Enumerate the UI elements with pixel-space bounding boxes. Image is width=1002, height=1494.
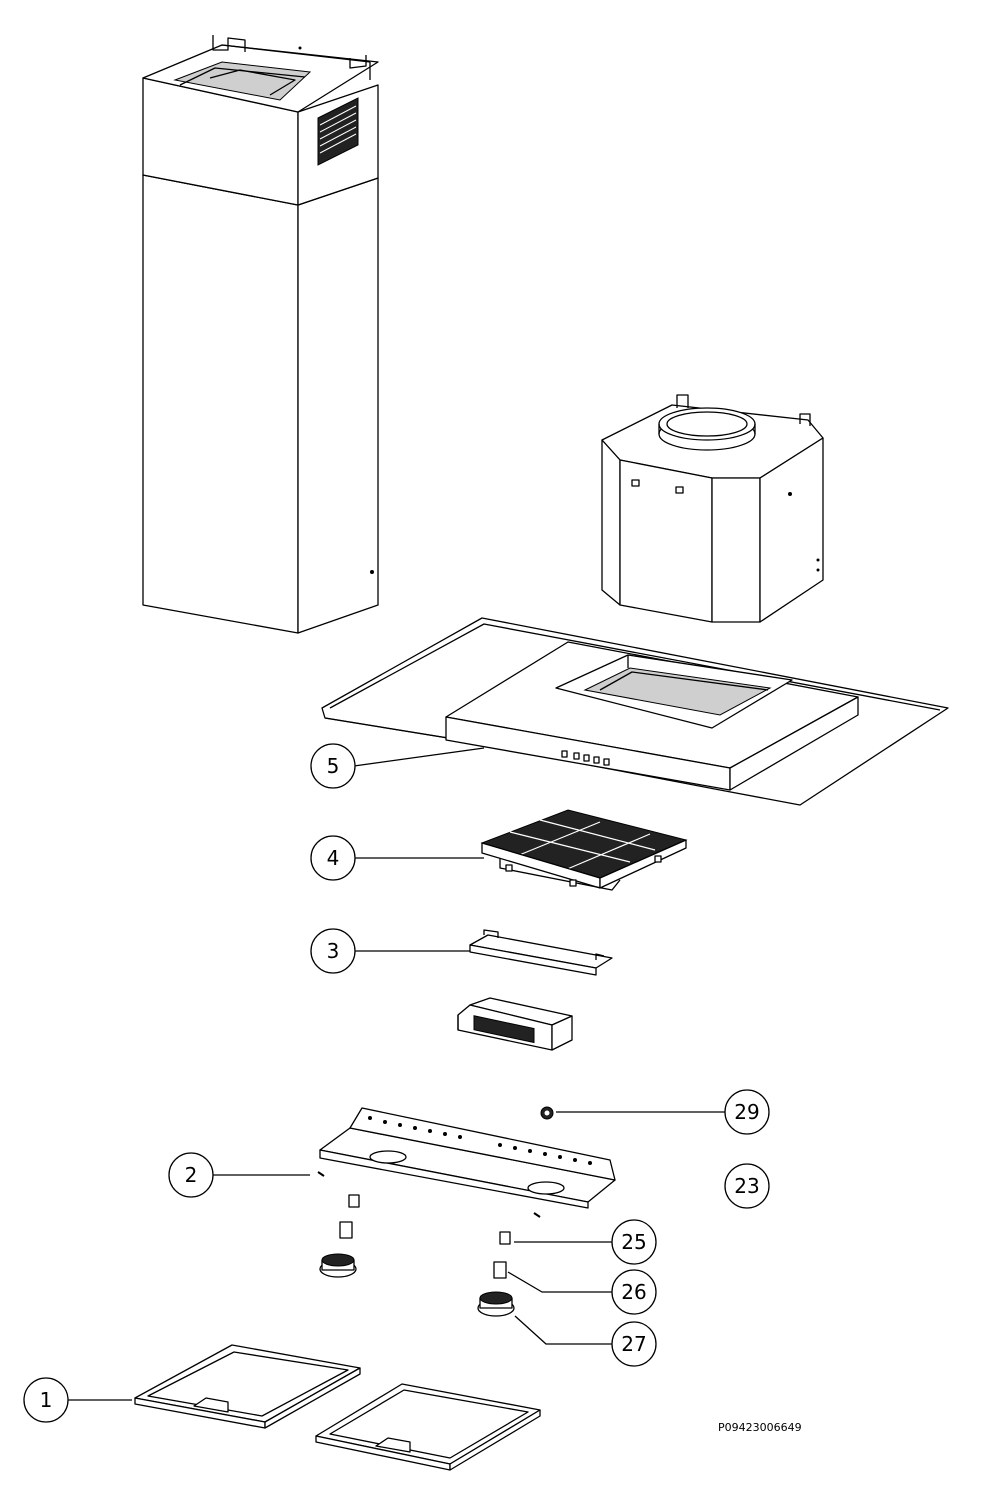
leader-lines [68,747,725,1401]
motor-housing [601,394,824,623]
callout-27: 27 [611,1321,657,1367]
carbon-filter [480,809,688,891]
hood-canopy [321,617,949,806]
vent-grille [317,97,359,166]
svg-text:2: 2 [185,1163,198,1187]
screw-part-2 [317,1171,541,1218]
bracket [469,929,613,976]
svg-text:23: 23 [734,1174,759,1198]
knob-part-29 [540,1106,554,1120]
callout-29: 29 [724,1089,770,1135]
spring-part-26 [493,1261,507,1279]
svg-text:4: 4 [327,846,340,870]
lamp-holder-part-27 [477,1291,515,1317]
spring-part-25 [499,1231,511,1245]
callout-3: 3 [310,928,356,974]
callout-2: 2 [168,1152,214,1198]
callout-25: 25 [611,1219,657,1265]
chimney-cover [142,35,379,634]
control-panel-frame [319,1107,616,1209]
svg-text:3: 3 [327,939,340,963]
svg-text:29: 29 [734,1100,759,1124]
callout-26: 26 [611,1269,657,1315]
drawing-code: P09423006649 [718,1421,802,1434]
callout-4: 4 [310,835,356,881]
spring-parts-left [319,1194,360,1278]
callout-1: 1 [23,1377,69,1423]
electronic-module [457,997,573,1051]
callout-23: 23 [724,1163,770,1209]
grease-filters [134,1344,541,1471]
svg-text:5: 5 [327,754,340,778]
svg-text:27: 27 [621,1332,646,1356]
callout-5: 5 [310,743,356,789]
svg-text:1: 1 [40,1388,53,1412]
svg-text:25: 25 [621,1230,646,1254]
svg-text:26: 26 [621,1280,646,1304]
